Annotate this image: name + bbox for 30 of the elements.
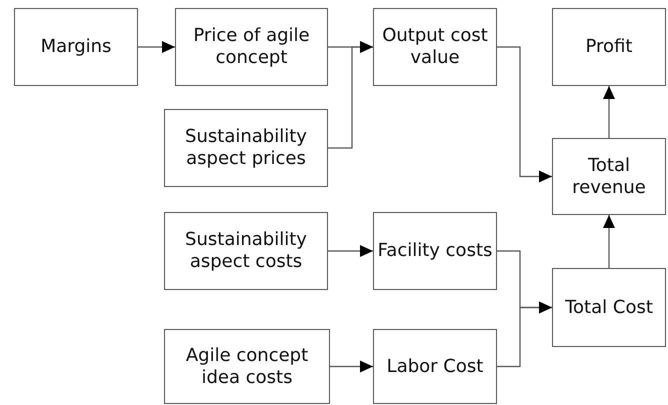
box-label: Sustainability aspect costs bbox=[184, 229, 308, 273]
process-box bbox=[164, 109, 328, 187]
box-label: Facility costs bbox=[378, 240, 492, 262]
box-label: Output cost value bbox=[381, 25, 489, 69]
arrow bbox=[330, 360, 373, 372]
arrow bbox=[497, 302, 552, 368]
process-box bbox=[552, 268, 666, 347]
arrow bbox=[328, 41, 373, 149]
arrow bbox=[603, 86, 615, 138]
process-box bbox=[14, 8, 138, 86]
process-box bbox=[373, 212, 497, 290]
box-label: Labor Cost bbox=[386, 356, 484, 378]
box-label: Total revenue bbox=[571, 154, 647, 198]
box-label: Margins bbox=[40, 36, 112, 58]
box-label: Sustainability aspect prices bbox=[184, 126, 308, 170]
box-label: Price of agile concept bbox=[192, 25, 311, 69]
arrow bbox=[603, 215, 615, 268]
process-box bbox=[164, 212, 328, 290]
process-box bbox=[552, 8, 666, 86]
process-box bbox=[552, 138, 666, 215]
arrow bbox=[138, 41, 175, 53]
box-label: Profit bbox=[586, 36, 632, 58]
box-label: Total Cost bbox=[565, 296, 653, 318]
box-label: Agile concept idea costs bbox=[184, 344, 310, 388]
process-box bbox=[373, 329, 497, 404]
process-box bbox=[373, 8, 497, 86]
process-box bbox=[175, 8, 328, 86]
process-box bbox=[164, 329, 330, 404]
arrow bbox=[328, 245, 373, 257]
arrow bbox=[497, 46, 552, 182]
